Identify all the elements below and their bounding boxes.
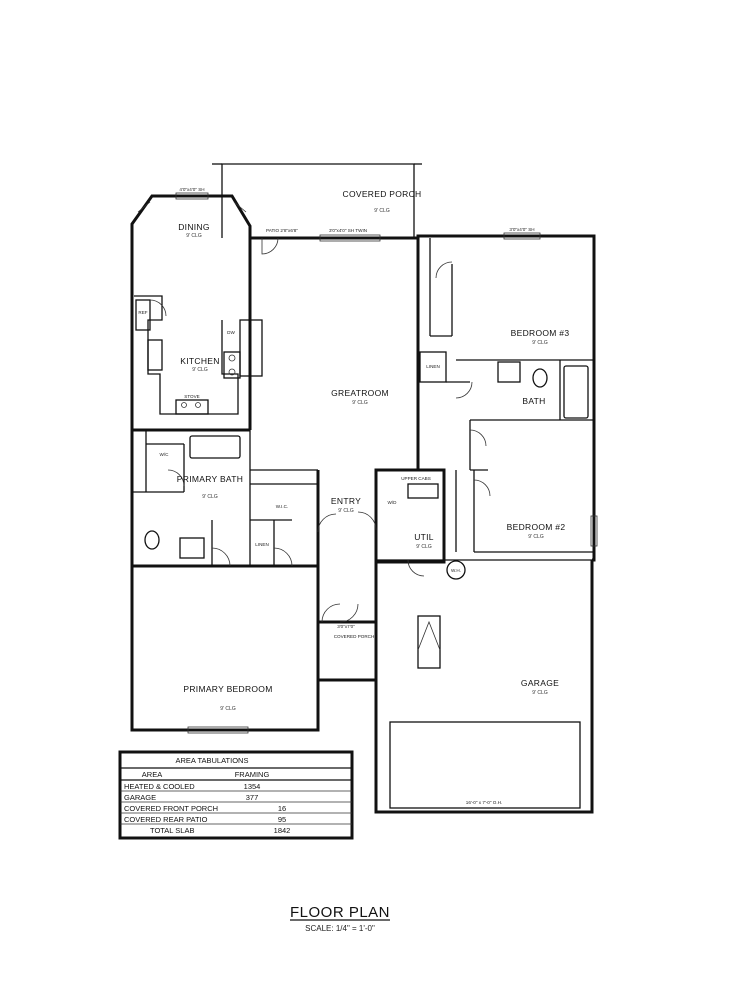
area-row-value: 1354 [244,782,261,791]
counter-upper-cabs [239,319,263,377]
area-table-col-area: AREA [142,770,162,779]
room-entry-label: ENTRY [331,496,361,506]
area-row-label: COVERED FRONT PORCH [124,804,218,813]
room-kitchen-label: KITCHEN [180,356,219,366]
area-row-label: COVERED REAR PATIO [124,815,208,824]
note-bed3-window: 3'0"x4'0" SH [509,227,534,232]
room-primary-bedroom-ceiling: 9' CLG [220,706,236,712]
room-util-ceiling: 9' CLG [416,544,432,550]
room-covered-porch-label: COVERED PORCH [343,189,422,199]
note-greatroom-window: 3'0"x4'0" SH TWIN [329,228,367,233]
room-bedroom2-ceiling: 9' CLG [528,534,544,540]
room-bedroom3-label: BEDROOM #3 [511,328,570,338]
room-bedroom3-ceiling: 9' CLG [532,340,548,346]
area-row-value: 95 [278,815,286,824]
area-row-value: 1842 [274,826,291,835]
area-table-col-framing: FRAMING [235,770,270,779]
note-dw: DW [227,330,235,335]
room-wic2-label: W.I.C. [276,504,289,509]
note-patio-door: PATIO 2'8"x6'8" [266,228,298,233]
room-dining-ceiling: 9' CLG [186,233,202,239]
toilet-hall [532,368,548,388]
room-linen2-label: LINEN [255,542,269,547]
washer-dryer [407,483,439,499]
room-bedroom2-label: BEDROOM #2 [507,522,566,532]
note-upper-cabs: UPPER CABS [401,476,431,481]
bathtub-hall [563,365,589,419]
windows [137,192,598,734]
note-garage-door: 16'-0" x 7'-0" O.H. [466,800,502,805]
room-primary-bath-label: PRIMARY BATH [177,474,243,484]
room-entry-ceiling: 9' CLG [338,508,354,514]
bath-fixtures [144,361,589,580]
room-garage-ceiling: 9' CLG [532,690,548,696]
floor-plan-scale: SCALE: 1/4" = 1'-0" [305,924,375,933]
room-covered-porch-front-label: COVERED PORCH [334,634,375,639]
plan-notes: 4'0"x4'0" SH PATIO 2'8"x6'8" 3'0"x4'0" S… [138,187,534,805]
garage-interior [389,615,581,809]
room-kitchen-ceiling: 9' CLG [192,367,208,373]
room-primary-bedroom-label: PRIMARY BEDROOM [183,684,272,694]
room-greatroom-ceiling: 9' CLG [352,400,368,406]
floor-plan-title: FLOOR PLAN [290,904,390,921]
interior-walls [132,238,594,622]
note-wh: W.H. [451,568,461,573]
room-greatroom-label: GREATROOM [331,388,389,398]
bathtub-primary [189,435,241,459]
note-ref: REF [138,310,147,315]
rear-covered-patio [212,163,422,238]
area-row-value: 16 [278,804,286,813]
area-row-label: GARAGE [124,793,156,802]
room-wic1-label: W/C [160,452,170,457]
note-dining-window: 4'0"x4'0" SH [179,187,204,192]
toilet-primary [144,530,160,550]
area-row-label: TOTAL SLAB [150,826,194,835]
sink [147,339,163,371]
stove [175,399,209,415]
area-row-value: 377 [246,793,259,802]
note-stove: STOVE [184,394,200,399]
room-dining-label: DINING [178,222,210,232]
room-util-label: UTIL [414,532,434,542]
water-heater [446,560,466,580]
title-block: FLOOR PLAN SCALE: 1/4" = 1'-0" [290,904,390,933]
note-wd: W/D [388,500,398,505]
room-garage-label: GARAGE [521,678,559,688]
room-primary-bath-ceiling: 9' CLG [202,494,218,500]
room-covered-porch-ceiling: 9' CLG [374,208,390,214]
vanity-primary [179,537,205,559]
vanity-hall [497,361,521,383]
room-linen-label: LINEN [426,364,440,369]
area-table-title: AREA TABULATIONS [176,756,249,765]
refrigerator [135,299,151,331]
area-tabulations-table: AREA TABULATIONS AREA FRAMING HEATED & C… [118,750,354,840]
room-labels: DINING 9' CLG COVERED PORCH 9' CLG KITCH… [160,189,570,712]
note-front-door: 3'0"x7'0" [337,624,355,629]
kitchen-fixtures [134,295,263,415]
exterior-walls [130,194,596,814]
area-row-label: HEATED & COOLED [124,782,195,791]
room-bath-label: BATH [522,396,545,406]
doors [149,237,491,623]
